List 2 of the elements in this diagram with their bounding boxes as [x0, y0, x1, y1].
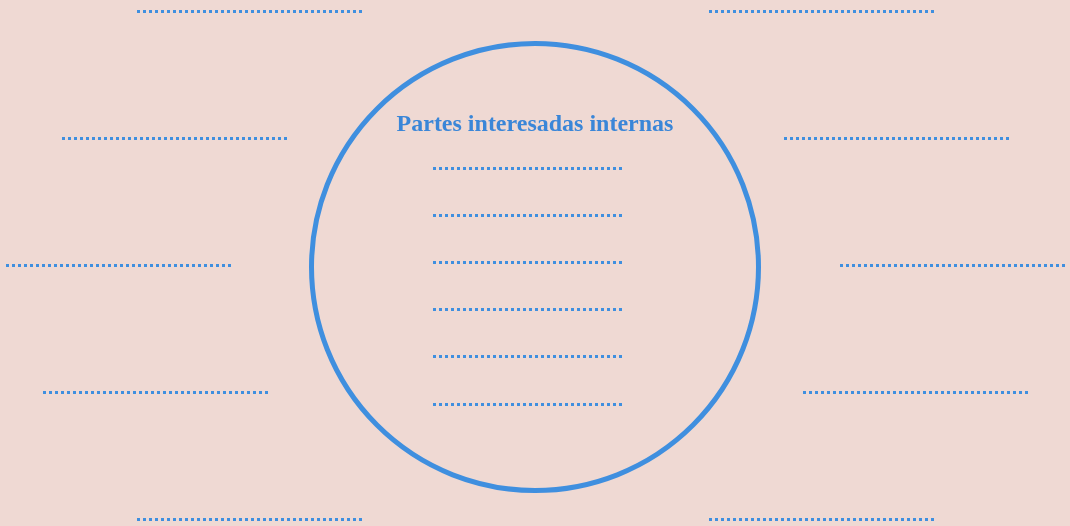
circle	[309, 41, 761, 493]
circle-title: Partes interesadas internas	[395, 110, 675, 137]
